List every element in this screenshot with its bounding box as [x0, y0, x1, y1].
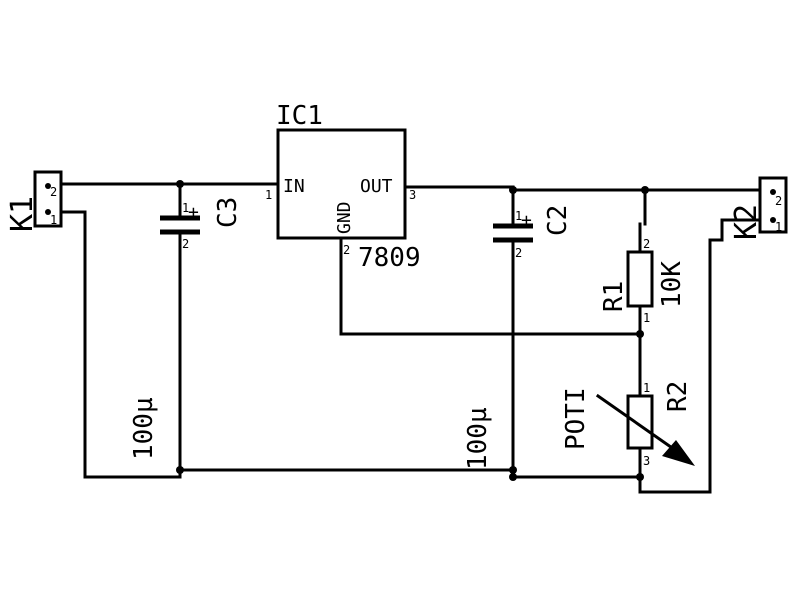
potentiometer-r2-value: POTI: [561, 387, 591, 450]
connector-k2: 2 1 K2: [729, 176, 788, 240]
wire-k1-ground: [43, 210, 182, 479]
junction-dot: [509, 473, 517, 481]
junction-dot: [636, 473, 644, 481]
connector-k2-pin-top: 2: [775, 194, 782, 208]
wire-k2-return: [638, 218, 762, 494]
connector-k2-pin-bottom: 1: [775, 220, 782, 234]
junction-dot: [509, 186, 517, 194]
potentiometer-r2-body: [626, 394, 654, 450]
connector-k1: 2 1 K1: [5, 170, 63, 232]
capacitor-c2-plus: +: [521, 210, 532, 231]
capacitor-c2-ref: C2: [543, 205, 573, 236]
junctions: [176, 180, 649, 481]
capacitor-c3-pin-minus: 2: [182, 237, 189, 251]
resistor-r1-pin-top: 2: [643, 237, 650, 251]
resistor-r1-body: [626, 250, 654, 308]
capacitor-c2: + 1 2 C2 100µ: [463, 205, 573, 470]
potentiometer-r2: 1 3 R2 POTI: [561, 381, 695, 468]
capacitor-c3-plus: +: [188, 202, 199, 223]
regulator-pin-in-label: IN: [283, 176, 305, 197]
resistor-r1: 2 1 R1 10K: [599, 237, 687, 325]
regulator-pin-gnd-label: GND: [334, 201, 355, 234]
connector-pin-icon: [770, 189, 776, 195]
connector-pin-icon: [770, 217, 776, 223]
connector-k1-body: [33, 170, 63, 228]
junction-dot: [641, 186, 649, 194]
capacitor-c3: + 1 2 C3 100µ: [129, 197, 243, 460]
resistor-r1-ref: R1: [599, 281, 629, 312]
regulator-pin-out-num: 3: [409, 188, 416, 202]
wire-gnd-adjust: [339, 236, 642, 336]
connector-pin-icon: [45, 209, 51, 215]
connector-k1-pin-top: 2: [50, 185, 57, 199]
junction-dot: [509, 466, 517, 474]
connector-k1-pin-bottom: 1: [50, 213, 57, 227]
regulator-value: 7809: [358, 243, 421, 273]
connector-k1-ref: K1: [5, 196, 40, 232]
regulator-pin-out-label: OUT: [360, 176, 393, 197]
capacitor-c3-pin-plus: 1: [182, 201, 189, 215]
junction-dot: [176, 466, 184, 474]
regulator-pin-in-num: 1: [265, 188, 272, 202]
regulator-body: [276, 128, 407, 240]
connector-k2-ref: K2: [729, 204, 764, 240]
potentiometer-wiper-line: [595, 393, 681, 455]
capacitor-c2-value: 100µ: [463, 407, 493, 470]
junction-dot: [176, 180, 184, 188]
potentiometer-r2-ref: R2: [663, 381, 693, 412]
resistor-r1-value: 10K: [657, 261, 687, 308]
capacitor-c2-pin-minus: 2: [515, 246, 522, 260]
capacitor-c3-ref: C3: [213, 197, 243, 228]
capacitor-c2-pin-plus: 1: [515, 209, 522, 223]
resistor-r1-pin-bottom: 1: [643, 311, 650, 325]
regulator-ic1: IC1 IN OUT GND 1 3 2 7809: [265, 101, 421, 273]
potentiometer-r2-pin-bottom: 3: [643, 454, 650, 468]
potentiometer-r2-pin-top: 1: [643, 381, 650, 395]
wires: [43, 182, 762, 494]
regulator-ref: IC1: [276, 101, 323, 131]
connector-pin-icon: [45, 183, 51, 189]
potentiometer-arrow-icon: [662, 440, 695, 466]
junction-dot: [636, 330, 644, 338]
capacitor-c3-value: 100µ: [129, 397, 159, 460]
regulator-pin-gnd-num: 2: [343, 243, 350, 257]
